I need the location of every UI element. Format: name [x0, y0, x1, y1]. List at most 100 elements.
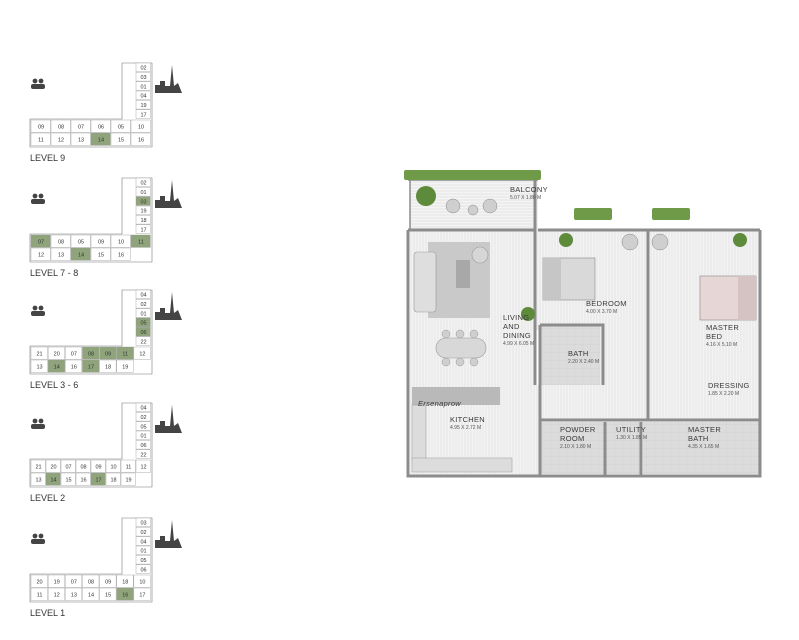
unit-cell: 03: [135, 196, 151, 206]
svg-text:19: 19: [122, 365, 128, 371]
unit-cell: 19: [135, 100, 151, 110]
svg-text:14: 14: [78, 253, 84, 259]
svg-text:12: 12: [140, 465, 146, 471]
powder-floor: [540, 422, 605, 474]
svg-text:18: 18: [140, 218, 146, 224]
unit-cell: 15: [99, 587, 117, 601]
unit-cell: 20: [45, 459, 61, 473]
svg-text:4.00 X 3.70 M: 4.00 X 3.70 M: [586, 309, 617, 315]
unit-cell: 14: [47, 359, 65, 373]
svg-text:21: 21: [35, 465, 41, 471]
unit-cell: 19: [116, 359, 134, 373]
svg-text:02: 02: [140, 302, 146, 308]
svg-text:13: 13: [71, 593, 77, 599]
svg-text:4.16 X 5.10 M: 4.16 X 5.10 M: [706, 342, 737, 348]
level-label: LEVEL 3 - 6: [30, 380, 79, 390]
sofa: [413, 251, 437, 313]
skyline-icon: [155, 405, 182, 433]
svg-text:07: 07: [78, 125, 84, 131]
unit-cell: 14: [82, 587, 100, 601]
svg-text:1.85 X 2.20 M: 1.85 X 2.20 M: [708, 391, 739, 397]
svg-text:20: 20: [50, 465, 56, 471]
unit-cell: 10: [110, 234, 131, 248]
svg-text:09: 09: [105, 352, 111, 358]
svg-text:19: 19: [140, 209, 146, 215]
svg-text:19: 19: [125, 478, 131, 484]
svg-text:20: 20: [37, 580, 43, 586]
unit-cell: 12: [30, 247, 51, 261]
unit-cell: 15: [60, 472, 76, 486]
kitchen-counter-bottom: [411, 457, 513, 473]
svg-text:01: 01: [140, 190, 146, 196]
people-icon: [31, 305, 45, 316]
svg-text:04: 04: [140, 293, 146, 299]
unit-cell: 20: [47, 346, 65, 360]
unit-cell: 12: [135, 459, 151, 473]
svg-text:16: 16: [122, 593, 128, 599]
svg-text:09: 09: [95, 465, 101, 471]
bedroom-chairs: [621, 233, 669, 251]
unit-cell: 11: [30, 132, 51, 146]
unit-cell: 20: [30, 574, 48, 588]
svg-text:10: 10: [139, 580, 145, 586]
svg-text:03: 03: [140, 75, 146, 81]
svg-text:06: 06: [98, 125, 104, 131]
unit-cell: 18: [99, 359, 117, 373]
svg-text:01: 01: [140, 549, 146, 555]
svg-text:05: 05: [118, 125, 124, 131]
unit-cell: 17: [135, 109, 151, 119]
unit-cell: 19: [120, 472, 136, 486]
armchair: [471, 246, 489, 264]
unit-cell: 17: [133, 587, 151, 601]
svg-text:1.30 X 1.85 M: 1.30 X 1.85 M: [616, 435, 647, 441]
unit-cell: 03: [135, 517, 151, 527]
unit-cell: 01: [135, 81, 151, 91]
svg-text:16: 16: [80, 478, 86, 484]
svg-text:18: 18: [105, 365, 111, 371]
level-label: LEVEL 7 - 8: [30, 268, 79, 278]
svg-text:02: 02: [140, 530, 146, 536]
unit-cell: 04: [135, 90, 151, 100]
svg-text:08: 08: [88, 580, 94, 586]
unit-cell: 11: [116, 346, 134, 360]
master-pillows: [738, 276, 756, 320]
svg-text:14: 14: [54, 365, 60, 371]
watermark: Ersenaprow: [418, 399, 461, 408]
people-icon: [31, 418, 45, 429]
utility-floor: [605, 422, 640, 474]
svg-text:10: 10: [138, 125, 144, 131]
svg-text:BATH: BATH: [568, 349, 589, 358]
svg-text:03: 03: [140, 521, 146, 527]
svg-text:DINING: DINING: [503, 331, 531, 340]
svg-text:06: 06: [140, 443, 146, 449]
svg-text:01: 01: [140, 84, 146, 90]
svg-text:17: 17: [95, 478, 101, 484]
unit-cell: 05: [135, 421, 151, 431]
svg-text:06: 06: [140, 330, 146, 336]
svg-text:10: 10: [118, 240, 124, 246]
unit-cell: 19: [47, 574, 65, 588]
unit-cell: 09: [30, 119, 51, 133]
kitchen-counter: [411, 404, 427, 461]
svg-text:BATH: BATH: [688, 434, 709, 443]
unit-cell: 07: [60, 459, 76, 473]
coffee-table: [456, 260, 470, 288]
svg-text:04: 04: [140, 406, 146, 412]
unit-cell: 14: [70, 247, 91, 261]
svg-text:14: 14: [50, 478, 56, 484]
unit-cell: 12: [50, 132, 71, 146]
unit-cell: 13: [65, 587, 83, 601]
unit-cell: 18: [116, 574, 134, 588]
unit-cell: 09: [99, 346, 117, 360]
plant-icons: [416, 186, 747, 321]
svg-text:11: 11: [122, 352, 128, 358]
svg-text:04: 04: [140, 94, 146, 100]
unit-cell: 22: [135, 336, 151, 346]
svg-text:13: 13: [58, 253, 64, 259]
svg-text:12: 12: [58, 138, 64, 144]
unit-cell: 13: [70, 132, 91, 146]
svg-text:MASTER: MASTER: [688, 425, 721, 434]
